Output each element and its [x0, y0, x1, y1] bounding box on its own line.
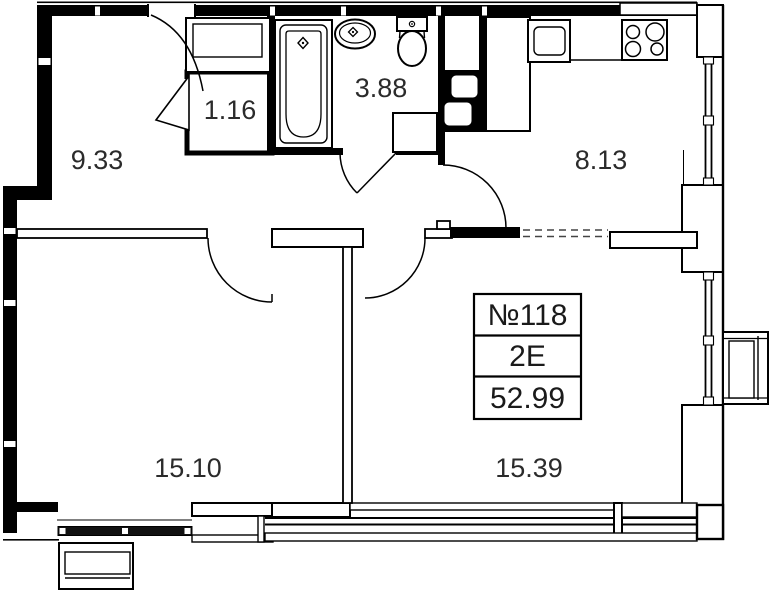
- bathroom-door-arc: [339, 152, 358, 194]
- bathroom-sink: [334, 18, 376, 50]
- closet-door: [154, 73, 190, 132]
- ac-basket: [722, 331, 769, 405]
- label-hallway-area: 9.33: [71, 145, 124, 175]
- stove: [621, 19, 668, 61]
- living-room-window: [57, 519, 193, 536]
- bedroom-door-arc: [364, 237, 426, 299]
- living-room-door-arc: [207, 237, 273, 303]
- label-living-room-area: 15.10: [154, 453, 222, 483]
- door-arcs: [207, 152, 507, 303]
- label-bathroom-area: 3.88: [355, 73, 408, 103]
- kitchen-door-arc: [442, 164, 507, 229]
- kitchen-window: [697, 56, 723, 186]
- balcony: [58, 542, 134, 590]
- entry-door-arc: [150, 14, 204, 92]
- interior-walls: [16, 220, 698, 504]
- unit-number: №118: [487, 299, 567, 332]
- label-closet-area: 1.16: [204, 95, 257, 125]
- washing-machine: [392, 112, 438, 153]
- bathtub: [274, 19, 333, 149]
- bathroom-door-leaf: [356, 152, 397, 194]
- bedroom-side-window: [702, 271, 715, 406]
- dashed-opening: [523, 229, 608, 238]
- right-wall: [681, 4, 725, 540]
- balcony-door: [191, 502, 274, 543]
- unit-total-area: 52.99: [490, 382, 565, 415]
- vent-shaft: [438, 70, 486, 132]
- exterior-walls: [3, 1, 698, 541]
- info-box: №118 2E 52.99: [472, 292, 583, 421]
- fridge: [485, 16, 531, 132]
- wardrobe: [185, 17, 271, 73]
- kitchen-sink: [527, 19, 571, 63]
- unit-type: 2E: [509, 340, 546, 373]
- toilet: [396, 16, 428, 67]
- label-bedroom-area: 15.39: [495, 453, 563, 483]
- bedroom-window: [264, 502, 725, 542]
- label-kitchen-area: 8.13: [575, 145, 628, 175]
